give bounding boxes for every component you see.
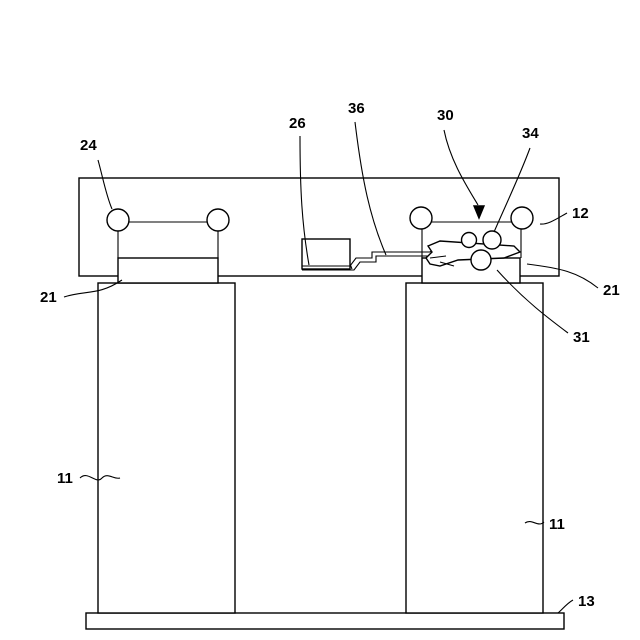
base-plate (86, 613, 564, 629)
label-30: 30 (437, 107, 454, 124)
left-column (98, 283, 235, 613)
label-13: 13 (578, 593, 595, 610)
right-pulley-right (511, 207, 533, 229)
label-34: 34 (522, 125, 539, 142)
label-24: 24 (80, 137, 97, 154)
label-36: 36 (348, 100, 365, 117)
label-12: 12 (572, 205, 589, 222)
left-mount (118, 258, 218, 283)
label-21-left: 21 (40, 289, 57, 306)
left-pulley-outer (107, 209, 129, 231)
label-21-right: 21 (603, 282, 620, 299)
right-pulley-left (410, 207, 432, 229)
roller-left (462, 233, 477, 248)
label-11-left: 11 (57, 470, 73, 487)
roller-34 (483, 231, 501, 249)
right-column (406, 283, 543, 613)
roller-31 (471, 250, 491, 270)
left-pulley-inner (207, 209, 229, 231)
label-26: 26 (289, 115, 306, 132)
label-31: 31 (573, 329, 590, 346)
label-11-right: 11 (549, 516, 565, 533)
